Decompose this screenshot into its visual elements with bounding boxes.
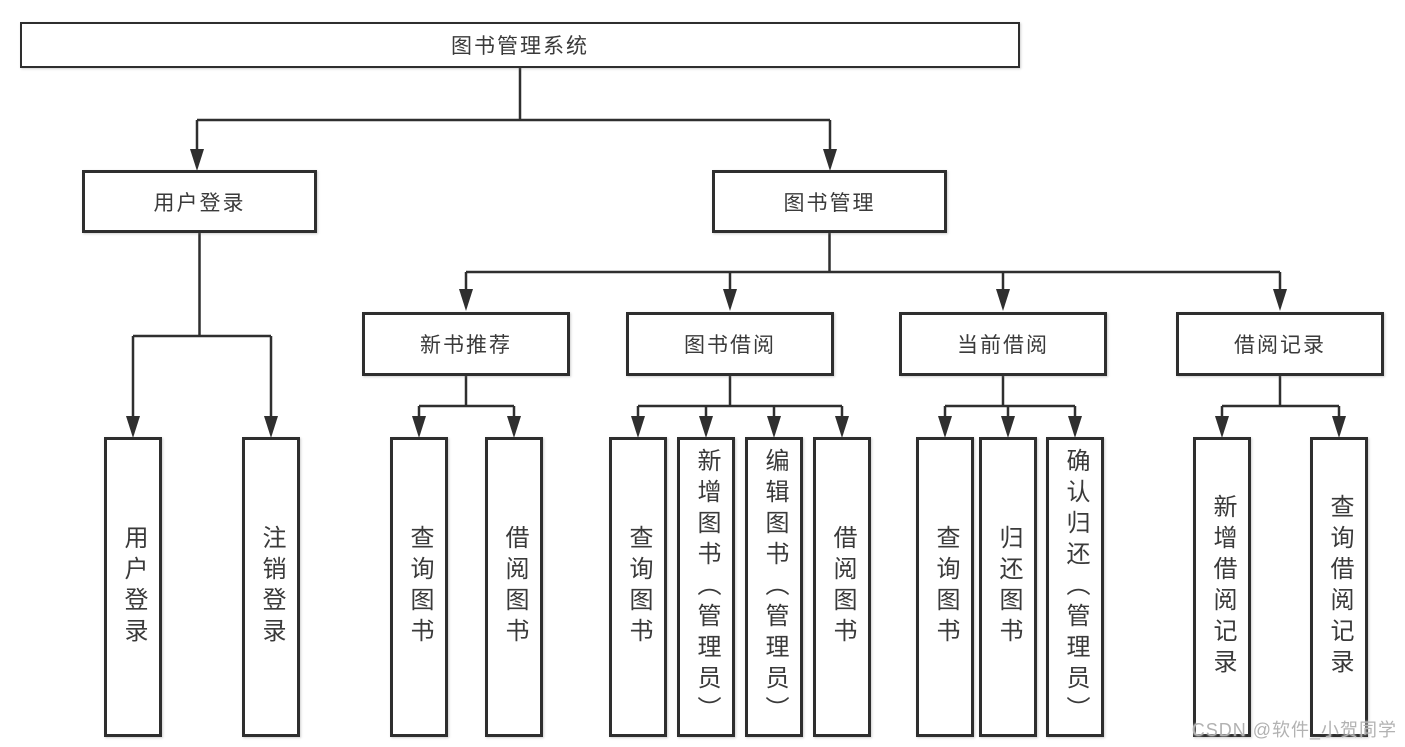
node-root: 图书管理系统: [20, 22, 1020, 68]
leaf-borrow-books: 借阅图书: [813, 437, 871, 737]
connector-current-borrowing-to-children: [938, 376, 1082, 438]
node-current-borrowing-label: 当前借阅: [957, 334, 1049, 357]
watermark: CSDN @软件_小贺同学: [1191, 720, 1397, 740]
node-current-borrowing: 当前借阅: [899, 312, 1107, 376]
leaf-query-books-borrowing-label: 查询图书: [625, 525, 652, 649]
leaf-add-borrow-record-label: 新增借阅记录: [1209, 494, 1236, 680]
node-borrowing-records-label: 借阅记录: [1234, 334, 1326, 357]
connector-user-login-to-children: [126, 233, 278, 438]
node-borrowing-records: 借阅记录: [1176, 312, 1384, 376]
node-user-login: 用户登录: [82, 170, 317, 233]
leaf-user-login: 用户登录: [104, 437, 162, 737]
leaf-confirm-return: 确认归还（管理员）: [1046, 437, 1104, 737]
connector-borrowing-records-to-children: [1215, 376, 1346, 438]
leaf-logout-label: 注销登录: [258, 525, 285, 649]
leaf-user-login-label: 用户登录: [120, 525, 147, 649]
leaf-confirm-return-label: 确认归还（管理员）: [1062, 447, 1089, 727]
connector-book-management-to-children: [459, 233, 1287, 311]
node-book-borrowing: 图书借阅: [626, 312, 834, 376]
connector-book-borrowing-to-children: [631, 376, 849, 438]
connector-new-book-recommend-to-children: [412, 376, 521, 438]
leaf-add-borrow-record: 新增借阅记录: [1193, 437, 1251, 737]
node-user-login-label: 用户登录: [153, 191, 246, 215]
node-book-management-label: 图书管理: [783, 191, 876, 215]
connector-root-to-children: [190, 68, 837, 171]
leaf-query-books-recommend: 查询图书: [390, 437, 448, 737]
leaf-borrow-books-recommend-label: 借阅图书: [501, 525, 528, 649]
leaf-query-books-recommend-label: 查询图书: [406, 525, 433, 649]
leaf-return-books-label: 归还图书: [995, 525, 1022, 649]
leaf-logout: 注销登录: [242, 437, 300, 737]
node-book-management: 图书管理: [712, 170, 947, 233]
leaf-add-books: 新增图书（管理员）: [677, 437, 735, 737]
leaf-query-books-borrowing: 查询图书: [609, 437, 667, 737]
leaf-query-borrow-record-label: 查询借阅记录: [1326, 494, 1353, 680]
leaf-query-borrow-record: 查询借阅记录: [1310, 437, 1368, 737]
node-book-borrowing-label: 图书借阅: [684, 334, 776, 357]
leaf-add-books-label: 新增图书（管理员）: [693, 447, 720, 727]
leaf-borrow-books-recommend: 借阅图书: [485, 437, 543, 737]
leaf-edit-books: 编辑图书（管理员）: [745, 437, 803, 737]
node-new-book-recommend: 新书推荐: [362, 312, 570, 376]
leaf-edit-books-label: 编辑图书（管理员）: [761, 447, 788, 727]
leaf-query-books-current-label: 查询图书: [932, 525, 959, 649]
leaf-borrow-books-label: 借阅图书: [829, 525, 856, 649]
leaf-query-books-current: 查询图书: [916, 437, 974, 737]
node-root-label: 图书管理系统: [451, 35, 589, 58]
node-new-book-recommend-label: 新书推荐: [420, 334, 512, 357]
leaf-return-books: 归还图书: [979, 437, 1037, 737]
